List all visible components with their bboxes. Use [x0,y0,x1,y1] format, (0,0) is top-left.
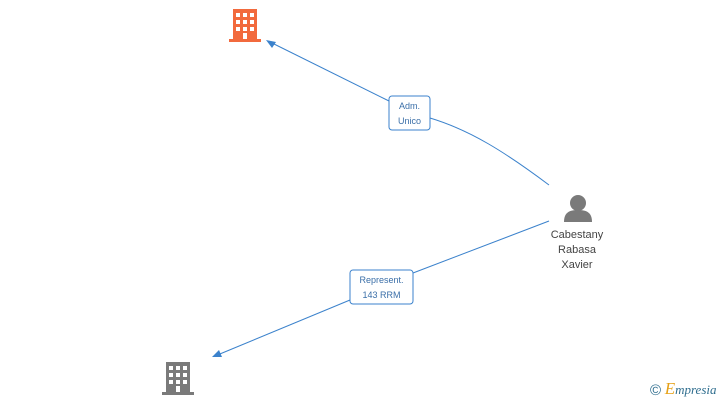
brand-name-rest: mpresia [675,382,717,397]
person-name-line: Rabasa [558,244,596,256]
edge-label-line-2: Unico [398,116,421,126]
person-name-line: Xavier [561,259,593,271]
edge-label-represent: Represent. 143 RRM [349,269,414,305]
person-name-line: Cabestany [550,229,604,241]
edge-line-represent [412,220,550,274]
copyright-icon: © [650,382,662,399]
building-icon-company-top[interactable] [229,9,261,42]
empresia-watermark: © Empresia [650,379,716,399]
arrow-head-top [266,40,276,48]
edge-line-adm-unico-upper [269,41,390,102]
edge-label-line-1: Represent. [359,275,403,285]
edge-line-represent-lower [214,299,351,357]
edge-label-adm-unico: Adm. Unico [388,95,431,131]
edge-line-adm-unico [429,117,550,186]
arrow-head-bottom [212,350,222,357]
edge-label-line-1: Adm. [399,101,420,111]
person-name-label[interactable]: Cabestany Rabasa Xavier [527,228,627,273]
person-icon[interactable] [564,195,592,222]
edge-label-line-2: 143 RRM [362,290,400,300]
building-icon-company-bottom[interactable] [162,362,194,395]
brand-first-letter: E [664,379,676,398]
